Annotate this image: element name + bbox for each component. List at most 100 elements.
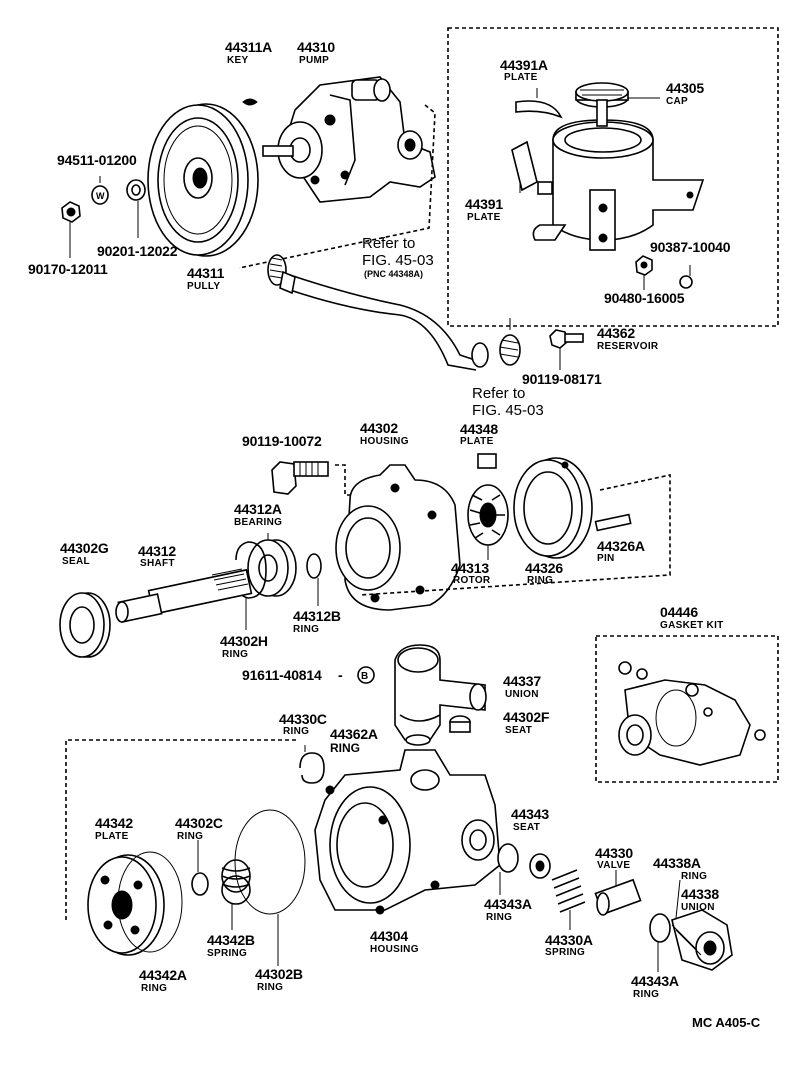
part-number-44362: 44362 [597, 325, 635, 341]
part-number-44302h: 44302H [220, 633, 268, 649]
part-number-90170-12011: 90170-12011 [28, 261, 108, 277]
part-name-ring-44302b: RING [257, 982, 284, 993]
spring-44330a-part [551, 869, 586, 913]
o-ring-44342a-part [117, 851, 183, 953]
part-number-44302g: 44302G [60, 540, 109, 556]
part-number-44330: 44330 [595, 845, 633, 861]
part-number-44343a-second: 44343A [631, 973, 679, 989]
part-number-44302c: 44302C [175, 815, 223, 831]
part-number-44338a: 44338A [653, 855, 701, 871]
part-number-44343a-first: 44343A [484, 896, 532, 912]
part-name-plate-c: PLATE [460, 436, 494, 447]
part-number-44304: 44304 [370, 928, 408, 944]
part-name-plate-b: PLATE [467, 212, 501, 223]
part-name-union-44338: UNION [681, 902, 715, 913]
part-name-ring-44338a: RING [681, 871, 708, 882]
snap-ring-44330c-part [299, 752, 325, 784]
part-name-spring-44342b: SPRING [207, 948, 248, 959]
part-number-94511-01200: 94511-01200 [57, 152, 137, 168]
reference-2-line-1: Refer to [472, 385, 526, 402]
reservoir-group-box [447, 27, 779, 327]
return-hose-part [289, 274, 477, 371]
bearing-part [247, 539, 297, 597]
part-name-ring-44343a-first: RING [486, 912, 513, 923]
part-name-bearing: BEARING [234, 517, 283, 528]
part-name-pump: PUMP [299, 55, 330, 66]
part-name-seal: SEAL [62, 556, 90, 567]
part-name-plate-a: PLATE [504, 72, 538, 83]
plate-44391a-part [515, 100, 563, 119]
gasket-kit-box [595, 635, 779, 783]
pulley-part [147, 103, 259, 257]
part-name-ring-44326: RING [527, 575, 554, 586]
reference-1-line-1: Refer to [362, 235, 416, 252]
part-name-pin: PIN [597, 553, 615, 564]
ring-44362a-part [405, 734, 431, 746]
part-number-44312: 44312 [138, 543, 176, 559]
part-number-44342b: 44342B [207, 932, 255, 948]
bolt-90119-08171-part [549, 329, 584, 349]
part-name-ring-44302h: RING [222, 649, 249, 660]
snap-ring-44312b-part [306, 553, 322, 579]
union-44338-part [671, 909, 733, 971]
svg-text:W: W [96, 191, 105, 201]
part-number-44348: 44348 [460, 421, 498, 437]
part-number-44302f: 44302F [503, 709, 550, 725]
part-name-reservoir: RESERVOIR [597, 341, 659, 352]
reservoir-cap-part [575, 82, 629, 127]
o-ring-44343a-second-part [649, 913, 671, 943]
part-number-04446: 04446 [660, 604, 698, 620]
bolt-90119-10072-part [271, 461, 329, 495]
rotor-part [467, 484, 509, 546]
reservoir-nut-part [635, 255, 653, 276]
nut-part [61, 201, 81, 223]
part-name-spring-44330a: SPRING [545, 947, 586, 958]
part-name-housing-44304: HOUSING [370, 944, 419, 955]
diagram-code: MC A405-C [692, 1015, 761, 1030]
reference-1-line-2: FIG. 45-03 [362, 252, 434, 269]
part-number-44310: 44310 [297, 39, 335, 55]
part-number-44313: 44313 [451, 560, 489, 576]
part-name-gasket-kit: GASKET KIT [660, 620, 724, 631]
part-number-44305: 44305 [666, 80, 704, 96]
o-ring-44343a-first-part [497, 843, 519, 873]
part-number-44342a: 44342A [139, 967, 187, 983]
spring-44342b-part [221, 859, 251, 905]
plain-washer-part [126, 179, 146, 201]
part-name-cap: CAP [666, 96, 689, 107]
part-name-ring-44343a-second: RING [633, 989, 660, 1000]
part-name-rotor: ROTOR [453, 575, 491, 586]
part-number-44312a: 44312A [234, 501, 282, 517]
reservoir-collar-part [679, 275, 693, 289]
part-number-44302b: 44302B [255, 966, 303, 982]
part-number-44311: 44311 [187, 265, 225, 281]
seal-part [59, 592, 111, 658]
reservoir-part [532, 119, 705, 251]
part-name-seat-44343: SEAT [513, 822, 541, 833]
part-number-44330a: 44330A [545, 932, 593, 948]
part-number-44330c: 44330C [279, 711, 327, 727]
gasket-kit-part [618, 661, 766, 766]
part-number-91611-40814: 91611-40814 [242, 667, 322, 683]
plate-44391-part [511, 140, 538, 192]
part-number-90480-16005: 90480-16005 [604, 290, 685, 306]
part-name-valve: VALVE [597, 860, 631, 871]
part-name-ring-44302c: RING [177, 831, 204, 842]
key-part [242, 98, 258, 106]
part-name-housing-a: HOUSING [360, 436, 409, 447]
part-number-44326: 44326 [525, 560, 563, 576]
reference-1-line-3: (PNC 44348A) [364, 269, 424, 279]
plate-44348-part [477, 453, 497, 469]
part-number-44362a: 44362A [330, 726, 378, 742]
part-number-44326a: 44326A [597, 538, 645, 554]
part-name-ring-44362a: RING [330, 741, 360, 755]
valve-part [594, 878, 642, 916]
part-number-90119-10072: 90119-10072 [242, 433, 322, 449]
reference-2-line-2: FIG. 45-03 [472, 402, 544, 419]
part-name-seat-44302f: SEAT [505, 725, 533, 736]
cam-ring-part [513, 457, 593, 559]
lock-washer-part: W [91, 185, 109, 205]
svg-text:B: B [361, 671, 368, 682]
